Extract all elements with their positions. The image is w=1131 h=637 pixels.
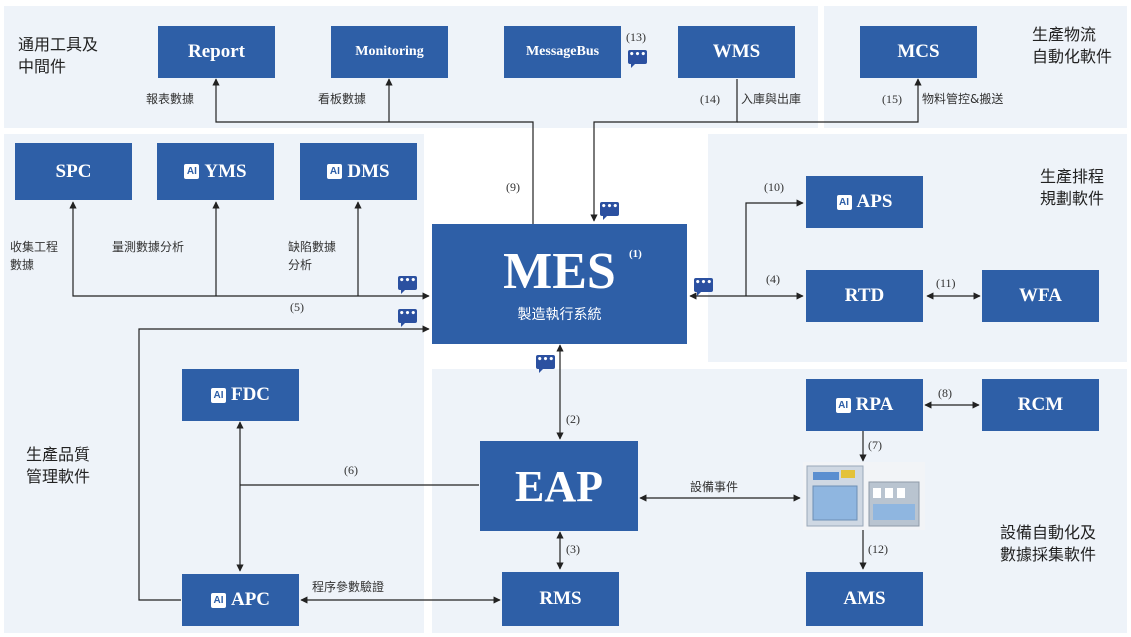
chat-bubble-icon: ••• [536,355,555,373]
rpa-label: RPA [855,394,894,415]
ai-badge-icon: AI [836,194,852,210]
messagebus-box[interactable]: MessageBus [504,26,621,78]
rtd-box[interactable]: RTD [806,270,923,322]
eap-label: EAP [515,461,603,511]
spc-data-label: 收集工程 數據 [10,240,59,272]
monitoring-data-label: 看板數據 [318,92,367,106]
flow-number-6: (6) [344,463,358,477]
zone-title-tools: 通用工具及 中間件 [18,35,99,76]
mes-label: MES [503,243,616,300]
rtd-label: RTD [844,285,885,306]
mcs-label: MCS [897,41,940,62]
flow-number-4: (4) [766,272,780,286]
chat-bubble-icon: ••• [694,278,713,296]
flow-number-12: (12) [868,542,888,556]
wms-flow-label: 入庫與出庫 [741,92,802,106]
yms-data-label: 量測數據分析 [112,240,185,254]
zone-title-equipment: 設備自動化及 數據採集軟件 [1000,523,1097,564]
ams-label: AMS [843,588,886,609]
flow-number-14: (14) [700,92,720,106]
aps-label: APS [856,191,893,212]
flow-number-3: (3) [566,542,580,556]
mcs-box[interactable]: MCS [860,26,977,78]
chat-bubble-icon: ••• [600,202,619,220]
flow-number-5: (5) [290,300,304,314]
wms-label: WMS [712,41,761,62]
flow-number-9: (9) [506,180,520,194]
flow-number-8: (8) [938,386,952,400]
dms-box[interactable]: AI DMS [300,143,417,200]
eap-box[interactable]: EAP [480,441,638,531]
wms-box[interactable]: WMS [678,26,795,78]
yms-label: YMS [204,160,247,182]
dms-data-label: 缺陷數據 分析 [288,240,337,272]
spc-label: SPC [55,160,92,182]
rms-box[interactable]: RMS [502,572,619,626]
flow-number-10: (10) [764,180,784,194]
report-label: Report [188,41,245,62]
zone-title-logistics: 生產物流 自動化軟件 [1032,25,1113,66]
report-box[interactable]: Report [158,26,275,78]
mes-subtitle: 製造執行系統 [517,307,602,323]
flow-number-15: (15) [882,92,902,106]
messagebus-label: MessageBus [525,44,600,59]
ai-badge-icon: AI [327,164,343,179]
ai-badge-icon: AI [210,387,226,403]
mes-box[interactable]: MES (1) 製造執行系統 [432,224,687,344]
ams-box[interactable]: AMS [806,572,923,626]
report-data-label: 報表數據 [146,92,195,106]
spc-box[interactable]: SPC [15,143,132,200]
chat-bubble-icon: ••• [398,276,417,294]
rcm-label: RCM [1017,394,1064,415]
zone-title-scheduling: 生產排程 規劃軟件 [1040,167,1105,208]
flow-number-7: (7) [868,438,882,452]
wfa-box[interactable]: WFA [982,270,1099,322]
apc-label: APC [230,589,271,610]
chat-bubble-icon: ••• [398,309,417,327]
ai-badge-icon: AI [210,592,226,608]
recipe-verify-label: 程序參數驗證 [312,580,385,594]
panel-scheduling [708,134,1127,362]
mes-title-wrap: MES (1) [503,243,642,300]
fdc-label: FDC [230,384,271,405]
ai-badge-icon: AI [835,397,851,413]
monitoring-label: Monitoring [355,44,424,59]
flow-number-13: (13) [626,30,646,44]
rms-label: RMS [539,588,582,609]
zone-title-quality: 生產品質 管理軟件 [26,445,91,486]
equipment-machine-icon [803,462,925,530]
monitoring-box[interactable]: Monitoring [331,26,448,78]
chat-bubble-icon: ••• [628,50,647,68]
dms-label: DMS [347,160,390,182]
wfa-label: WFA [1019,285,1062,306]
yms-box[interactable]: AI YMS [157,143,274,200]
rcm-box[interactable]: RCM [982,379,1099,431]
equipment-event-label: 設備事件 [690,480,739,494]
ai-badge-icon: AI [184,164,200,179]
flow-number-2: (2) [566,412,580,426]
mes-superscript: (1) [629,248,642,260]
mcs-flow-label: 物料管控&搬送 [922,92,1004,106]
flow-number-11: (11) [936,276,956,290]
